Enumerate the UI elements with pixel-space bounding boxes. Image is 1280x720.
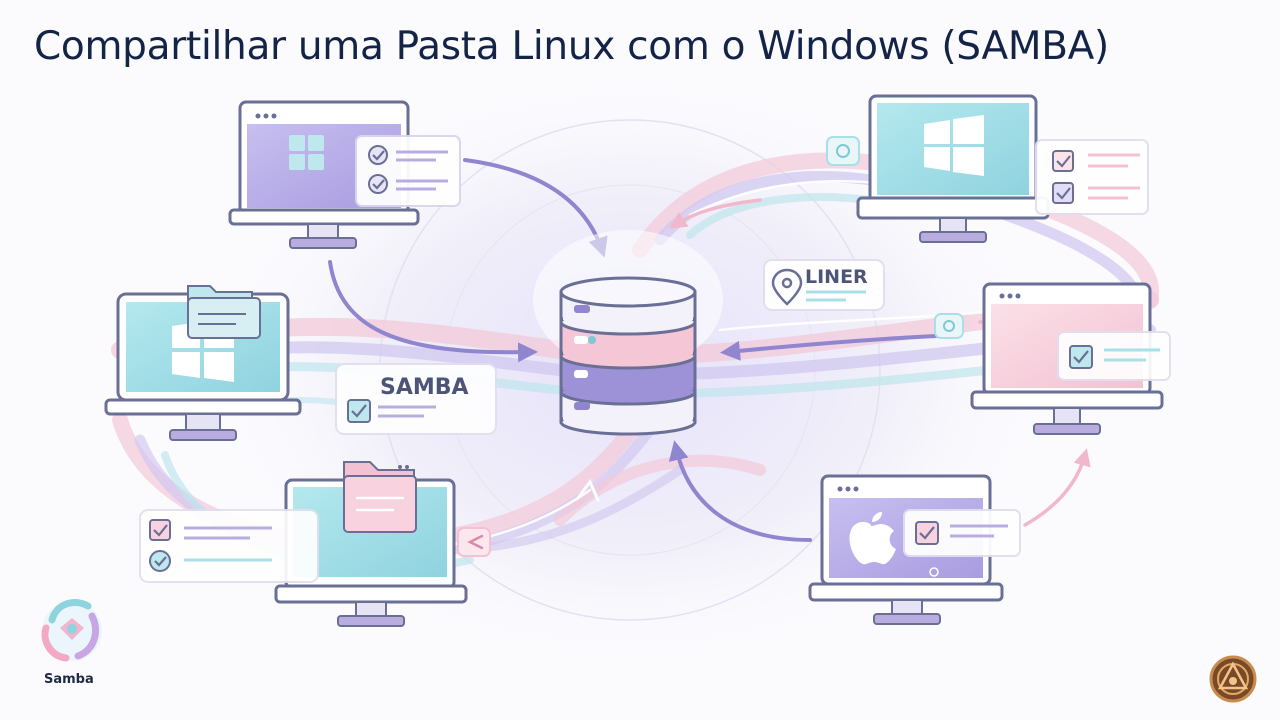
- folder-card-bottom: [344, 462, 416, 532]
- checklist-card-bottom-left: [140, 510, 318, 582]
- checkbox-icon: [348, 400, 370, 422]
- checklist-card-bottom-right: [904, 510, 1020, 556]
- samba-logo: Samba: [42, 601, 102, 687]
- checkbox-icon: [150, 551, 170, 571]
- checkbox-icon: [1053, 183, 1073, 203]
- bronze-emblem-icon: [1211, 657, 1255, 701]
- samba-server: [533, 230, 723, 434]
- liner-label: LINER: [805, 266, 868, 288]
- samba-label-card: SAMBA: [336, 364, 496, 434]
- checkbox-icon: [150, 520, 170, 540]
- checkbox-icon: [916, 522, 938, 544]
- folder-card-left: [188, 286, 260, 338]
- ribbon-badge-top: [827, 137, 859, 165]
- checklist-card-top-left: [356, 136, 460, 206]
- liner-label-card: LINER: [764, 260, 884, 310]
- checklist-card-top-right: [1036, 140, 1148, 214]
- logo-text: Samba: [44, 672, 94, 687]
- checkbox-icon: [1053, 151, 1073, 171]
- ribbon-badge-right: [935, 314, 963, 338]
- samba-label: SAMBA: [380, 375, 469, 400]
- checkbox-icon: [1070, 346, 1092, 368]
- ribbon-badge-bottom: [458, 528, 490, 556]
- checkbox-icon: [369, 175, 387, 193]
- checkbox-icon: [369, 146, 387, 164]
- checklist-card-right: [1058, 332, 1170, 380]
